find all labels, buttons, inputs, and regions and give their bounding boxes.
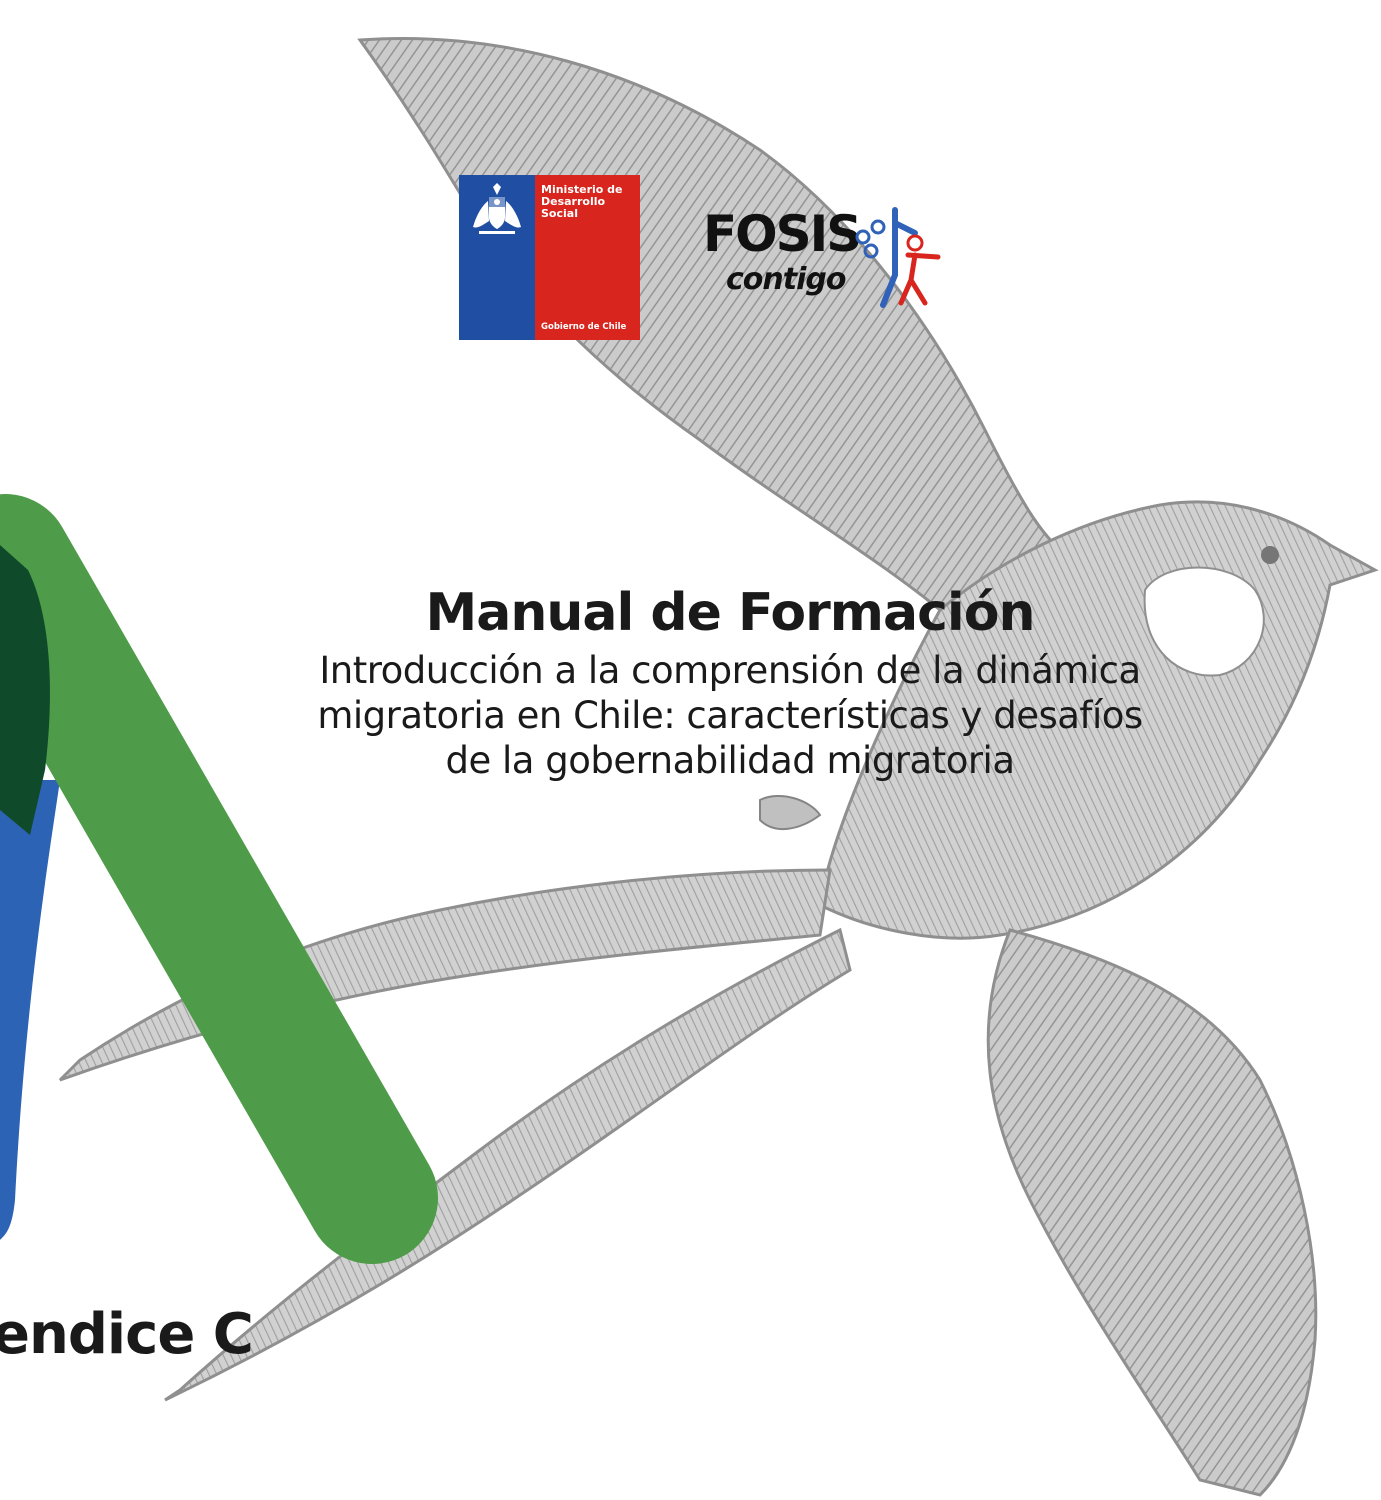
dark-green-stripe xyxy=(0,545,50,835)
bird-feet xyxy=(759,795,822,831)
fosis-tagline: contigo xyxy=(726,262,846,297)
bird-tail-upper xyxy=(58,868,832,1082)
subtitle-line: de la gobernabilidad migratoria xyxy=(445,739,1015,782)
swallow-illustration xyxy=(58,36,1379,1497)
subtitle-line: migratoria en Chile: características y d… xyxy=(317,694,1143,737)
ministerio-logo: Ministerio de Desarrollo Social Gobierno… xyxy=(459,175,640,340)
chile-coat-of-arms-icon xyxy=(473,183,521,234)
ministry-name: Ministerio de Desarrollo Social xyxy=(541,183,623,220)
subtitle: Introducción a la comprensión de la diná… xyxy=(200,648,1260,783)
fosis-wordmark: FOSIS xyxy=(703,205,862,263)
fosis-logo: FOSIS contigo xyxy=(703,205,948,310)
logo-blue-panel xyxy=(459,175,535,340)
gobierno-label: Gobierno de Chile xyxy=(541,322,627,332)
bird-tail-lower xyxy=(164,927,852,1402)
appendix-label: endice C xyxy=(0,1302,254,1367)
bird-lower-wing xyxy=(986,928,1318,1497)
stripe-shapes xyxy=(0,494,438,1264)
green-stripe xyxy=(0,494,438,1264)
logo-red-panel xyxy=(535,175,640,340)
blue-stripe xyxy=(0,780,60,1240)
bird-cheek xyxy=(1143,566,1265,677)
bird-eye xyxy=(1261,546,1279,564)
people-family-icon xyxy=(855,207,941,308)
page-title: Manual de Formación xyxy=(425,583,1036,643)
title-block: Manual de Formación Introducción a la co… xyxy=(200,578,1260,783)
subtitle-line: Introducción a la comprensión de la diná… xyxy=(319,649,1141,692)
